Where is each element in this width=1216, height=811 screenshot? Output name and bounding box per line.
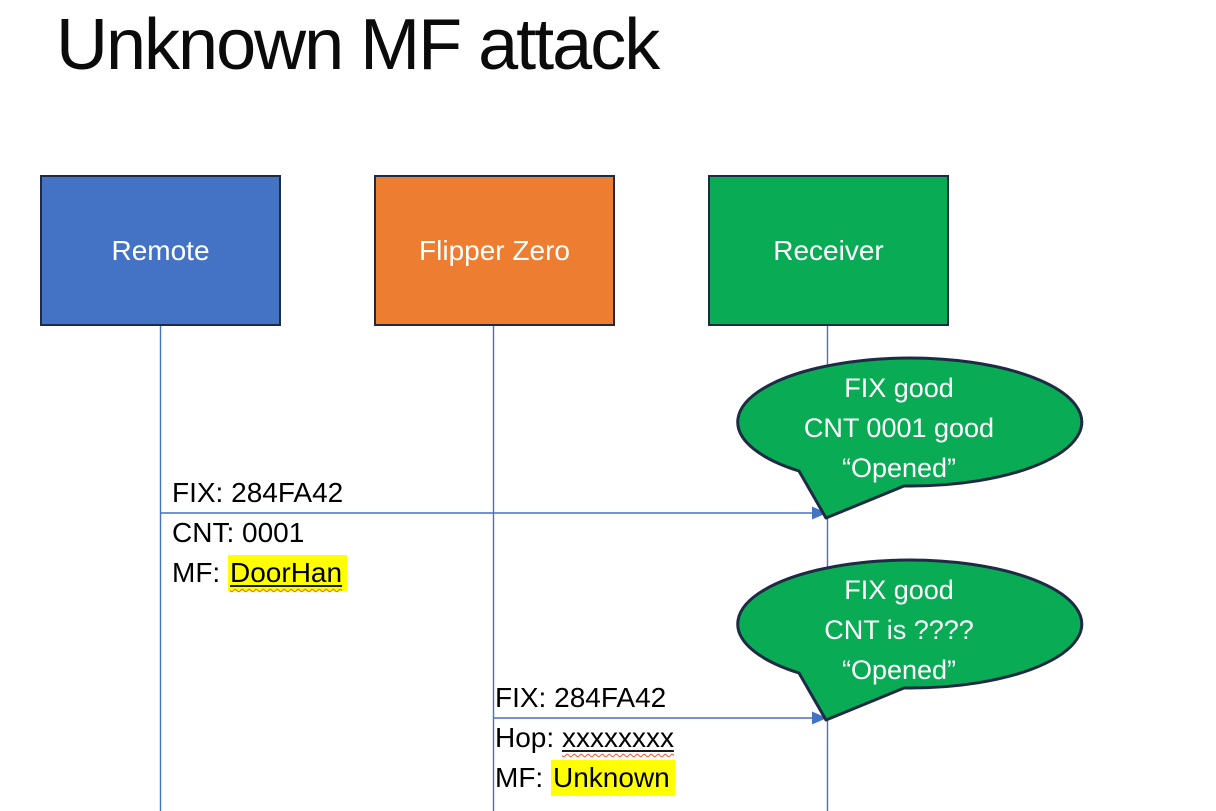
message-label-remote-to-receiver: FIX: 284FA42 CNT: 0001 MF: DoorHan: [172, 473, 348, 593]
actor-label-receiver: Receiver: [773, 234, 884, 266]
message-2-mf-line: MF: Unknown: [495, 758, 675, 798]
message-arrow-2-arrowhead-icon: [812, 711, 827, 725]
callout-bubble-2: [736, 558, 1084, 722]
actor-label-flipper-zero: Flipper Zero: [419, 234, 570, 266]
message-1-fix-line: FIX: 284FA42: [172, 477, 344, 508]
callout-1-line-1: FIX good: [844, 373, 954, 403]
callout-2-line-1: FIX good: [844, 575, 954, 605]
callout-2-text: FIX good CNT is ???? “Opened”: [739, 570, 1059, 690]
callout-1-text: FIX good CNT 0001 good “Opened”: [739, 368, 1059, 488]
actor-box-receiver: Receiver: [708, 175, 949, 326]
message-2-hop-line: Hop: xxxxxxxx: [495, 722, 674, 753]
actor-box-remote: Remote: [40, 175, 281, 326]
message-2-fix-line: FIX: 284FA42: [495, 682, 667, 713]
misspelled-word: xxxxxxxx: [561, 722, 674, 753]
message-1-cnt-line: CNT: 0001: [172, 517, 305, 548]
highlighted-word: Unknown: [551, 760, 675, 796]
message-label-flipper-to-receiver: FIX: 284FA42 Hop: xxxxxxxx MF: Unknown: [495, 678, 675, 798]
highlighted-misspelled-word: DoorHan: [228, 555, 348, 591]
callout-1-line-2: CNT 0001 good: [803, 413, 995, 443]
message-arrow-1-arrowhead-icon: [812, 506, 827, 520]
page-title: Unknown MF attack: [56, 5, 660, 85]
callout-1-line-3: “Opened”: [841, 453, 957, 483]
callout-2-line-2: CNT is ????: [824, 615, 974, 645]
callout-bubble-1: [736, 356, 1084, 520]
message-1-mf-line: MF: DoorHan: [172, 553, 348, 593]
callout-2-line-3: “Opened”: [841, 655, 957, 685]
actor-label-remote: Remote: [111, 234, 210, 266]
actor-box-flipper-zero: Flipper Zero: [374, 175, 615, 326]
